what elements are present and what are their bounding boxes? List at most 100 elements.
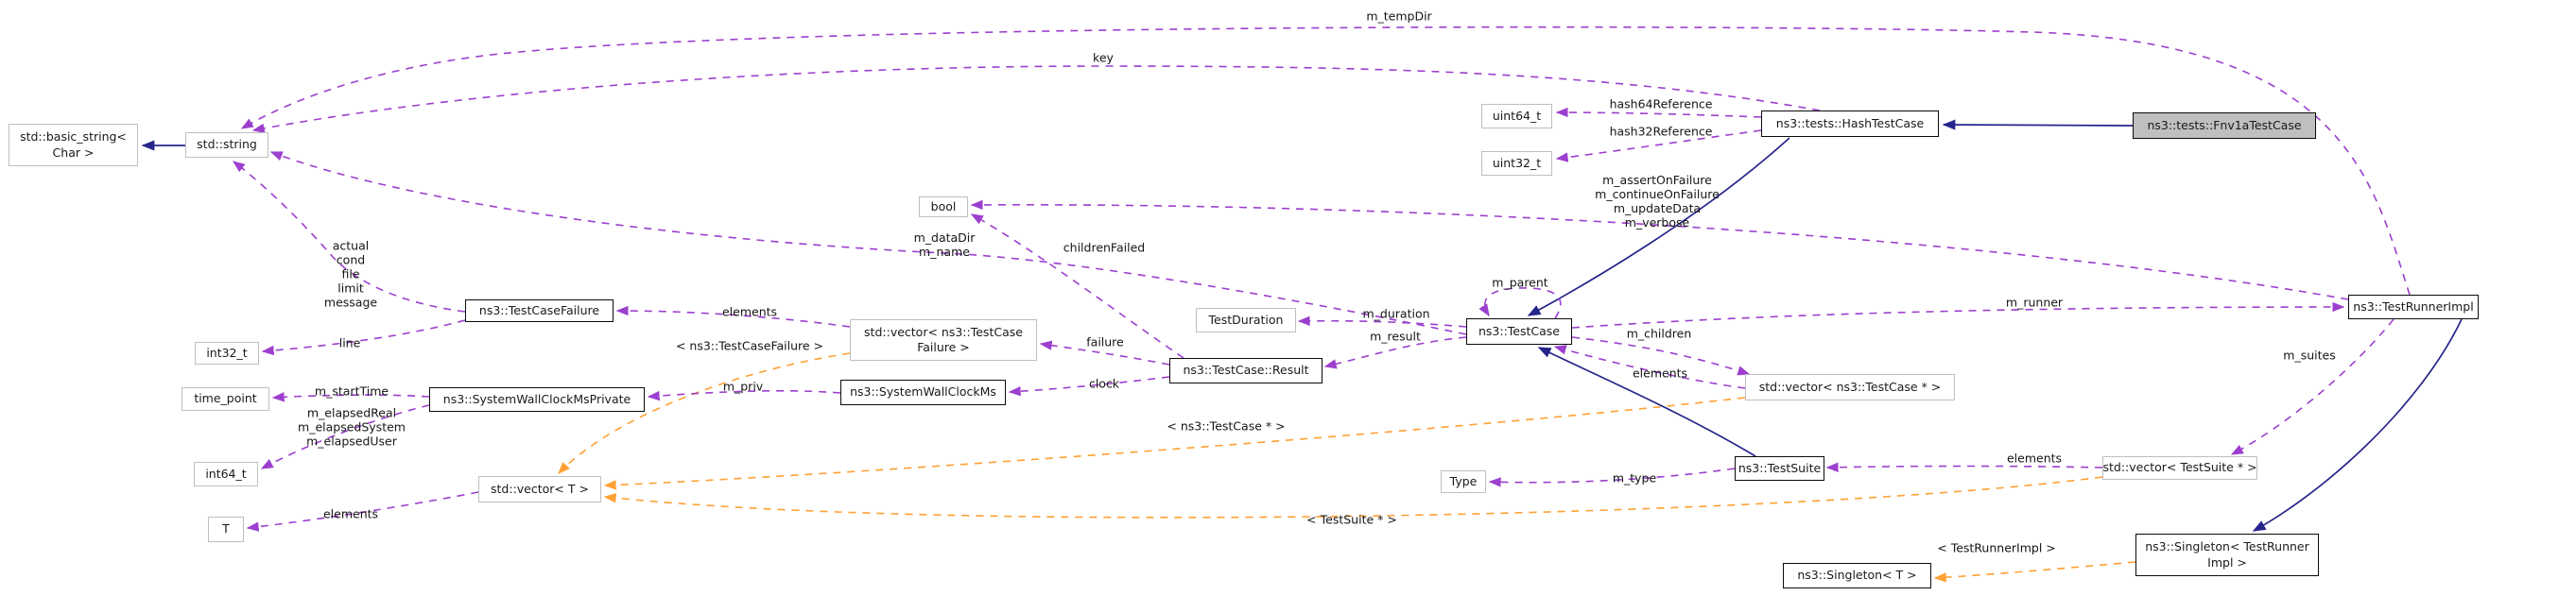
edge-label-line: m_updateData (1613, 201, 1702, 215)
edge-elements-vector-testcase (1553, 345, 1746, 389)
edge-label-line: m_name (919, 245, 970, 259)
edge-m-duration (1297, 315, 1467, 328)
edge-label-line: cond (336, 252, 366, 267)
edge-label-hash32reference: hash32Reference (1609, 124, 1713, 139)
edge-inherit-fnv1a-hashtestcase (1942, 119, 2134, 130)
node-label: bool (930, 198, 957, 213)
edge-label-line: m_verbose (1624, 215, 1690, 230)
edge-key (251, 65, 1821, 133)
edge-label-line: m_assertOnFailure (1602, 173, 1712, 187)
node-label: T (222, 521, 230, 536)
usage-edges (232, 26, 2411, 532)
node-label: ns3::TestCaseFailure (478, 302, 600, 317)
edge-label-elements-t: elements (322, 506, 379, 521)
edge-label-m-datadir-m-name: m_dataDir m_name (914, 230, 976, 259)
node-label: std::string (197, 137, 257, 152)
edge-template-vector-failure (558, 352, 851, 474)
edge-label-m-suites: m_suites (2283, 348, 2336, 363)
node-int64-t: int64_t (194, 462, 258, 486)
node-label: ns3::tests::HashTestCase (1775, 115, 1925, 130)
edge-label-template-testcasefailure: < ns3::TestCaseFailure > (675, 338, 824, 353)
edge-inherit-testsuite-testcase (1537, 347, 1756, 457)
edge-label-line: m_continueOnFailure (1595, 187, 1720, 201)
node-test-case-failure[interactable]: ns3::TestCaseFailure (465, 299, 614, 322)
node-test-suite[interactable]: ns3::TestSuite (1735, 456, 1824, 481)
edge-m-type (1488, 468, 1736, 487)
edge-m-starttime (271, 392, 430, 402)
node-vector-test-case-ptr: std::vector< ns3::TestCase * > (1745, 374, 1955, 400)
node-system-wall-clock-ms-private[interactable]: ns3::SystemWallClockMsPrivate (429, 387, 645, 412)
edge-template-vector-testcase-ptr (603, 397, 1746, 490)
edge-label-line: file (341, 266, 360, 281)
template-edges (558, 352, 2136, 583)
edge-label-runner-flags: m_assertOnFailure m_continueOnFailure m_… (1595, 173, 1720, 230)
node-label: int64_t (205, 466, 247, 481)
edge-label-line: message (323, 295, 378, 310)
node-label: ns3::SystemWallClockMs (850, 384, 996, 400)
edge-label-m-children: m_children (1626, 326, 1692, 341)
edge-label-elements-failure: elements (721, 304, 778, 319)
node-label: ns3::tests::Fnv1aTestCase (2147, 117, 2302, 132)
edge-m-result (1323, 336, 1467, 369)
node-fnv1a-test-case: ns3::tests::Fnv1aTestCase (2133, 112, 2316, 139)
node-t: T (208, 517, 244, 542)
edge-label-template-testcase-ptr: < ns3::TestCase * > (1167, 418, 1286, 434)
edge-line (261, 319, 466, 356)
node-singleton-test-runner-impl[interactable]: ns3::Singleton< TestRunner Impl > (2135, 534, 2319, 576)
edge-m-datadir-m-name (269, 151, 1467, 335)
node-label: Type (1449, 473, 1478, 488)
node-label: ns3::SystemWallClockMsPrivate (442, 391, 631, 406)
edge-m-parent-self-loop (1478, 287, 1562, 319)
node-test-duration: TestDuration (1196, 308, 1296, 332)
edge-inherit-testrunnerimpl-singleton (2252, 318, 2463, 532)
edge-m-runner (1571, 301, 2345, 329)
node-vector-t: std::vector< T > (478, 476, 601, 502)
edge-m-priv (647, 390, 841, 401)
node-std-string: std::string (185, 132, 268, 158)
node-label: int32_t (206, 345, 248, 360)
node-label: uint32_t (1492, 155, 1542, 170)
node-uint64-t: uint64_t (1481, 104, 1552, 128)
node-bool: bool (919, 196, 968, 217)
node-int32-t: int32_t (195, 342, 259, 365)
edge-label-template-testsuite-ptr: < TestSuite * > (1306, 512, 1397, 527)
edge-failure (1039, 340, 1170, 366)
edge-hash64reference (1555, 107, 1762, 118)
node-label: std::vector< ns3::TestCase * > (1758, 379, 1942, 394)
edge-label-elements-testcase: elements (1632, 366, 1688, 381)
node-singleton-t[interactable]: ns3::Singleton< T > (1783, 563, 1931, 588)
edge-clock (1008, 376, 1170, 397)
edge-label-m-parent: m_parent (1492, 275, 1548, 290)
node-label: ns3::TestRunnerImpl (2353, 298, 2474, 314)
node-system-wall-clock-ms[interactable]: ns3::SystemWallClockMs (840, 380, 1006, 405)
node-label: std::basic_string< (20, 129, 127, 145)
node-uint32-t: uint32_t (1481, 151, 1552, 176)
node-label: std::vector< ns3::TestCase (864, 324, 1023, 339)
node-label: std::vector< T > (491, 481, 589, 496)
node-hash-test-case[interactable]: ns3::tests::HashTestCase (1761, 111, 1939, 137)
edge-label-failure: failure (1086, 334, 1124, 349)
edge-label-key: key (1093, 50, 1114, 65)
edge-label-line-field: line (338, 335, 361, 350)
edge-runner-flags (970, 199, 2349, 300)
edge-label-childrenfailed: childrenFailed (1063, 240, 1146, 255)
edge-inherit-hashtestcase-testcase (1527, 137, 1790, 316)
edge-label-clock: clock (1088, 376, 1120, 391)
node-test-case-result[interactable]: ns3::TestCase::Result (1169, 358, 1323, 383)
node-label: uint64_t (1492, 108, 1542, 123)
edge-label-line: actual (332, 238, 370, 253)
node-label: Char > (52, 145, 95, 160)
edge-childrenfailed (970, 213, 1184, 359)
node-test-case[interactable]: ns3::TestCase (1466, 318, 1572, 345)
edge-template-vector-testsuite-ptr (603, 476, 2103, 519)
inheritance-edges (141, 119, 2463, 532)
edge-label-hash64reference: hash64Reference (1609, 96, 1713, 111)
node-test-runner-impl[interactable]: ns3::TestRunnerImpl (2348, 295, 2479, 319)
node-label: ns3::TestCase (1478, 323, 1561, 338)
edge-label-line: m_dataDir (913, 230, 976, 245)
edge-m-elapsed (260, 404, 430, 469)
edge-label-line: m_elapsedSystem (298, 419, 406, 434)
edge-label-m-runner: m_runner (2005, 295, 2064, 310)
